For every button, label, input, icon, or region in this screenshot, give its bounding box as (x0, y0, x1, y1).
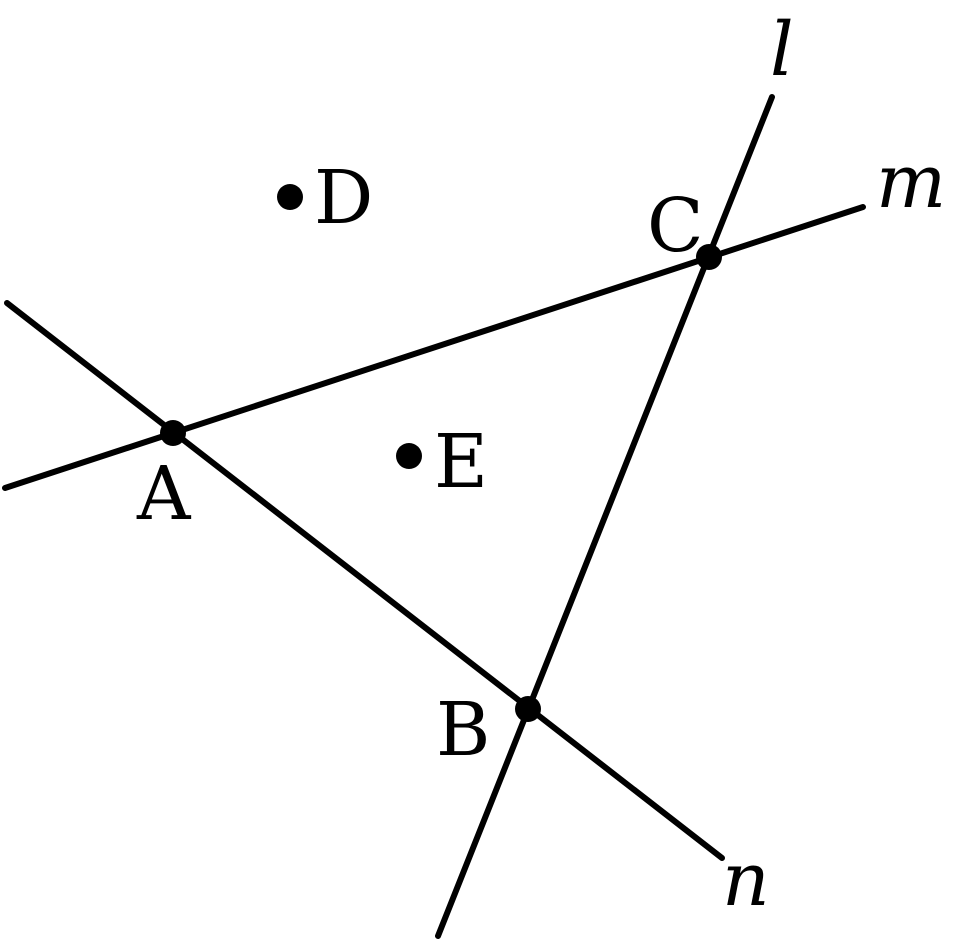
point-a-marker (160, 420, 186, 446)
line-l-label: l (770, 7, 794, 93)
point-b-label: B (436, 687, 490, 773)
line-l (435, 94, 775, 939)
point-d-label: D (314, 155, 373, 241)
line-n (4, 300, 725, 861)
line-n-label: n (722, 837, 770, 923)
point-c-marker (696, 244, 722, 270)
point-a-label: A (136, 451, 192, 537)
line-m-label: m (876, 139, 946, 225)
point-e-marker (396, 443, 422, 469)
point-c-label: C (647, 183, 704, 269)
point-b-marker (515, 696, 541, 722)
point-d-marker (277, 184, 303, 210)
point-e-label: E (434, 419, 488, 505)
